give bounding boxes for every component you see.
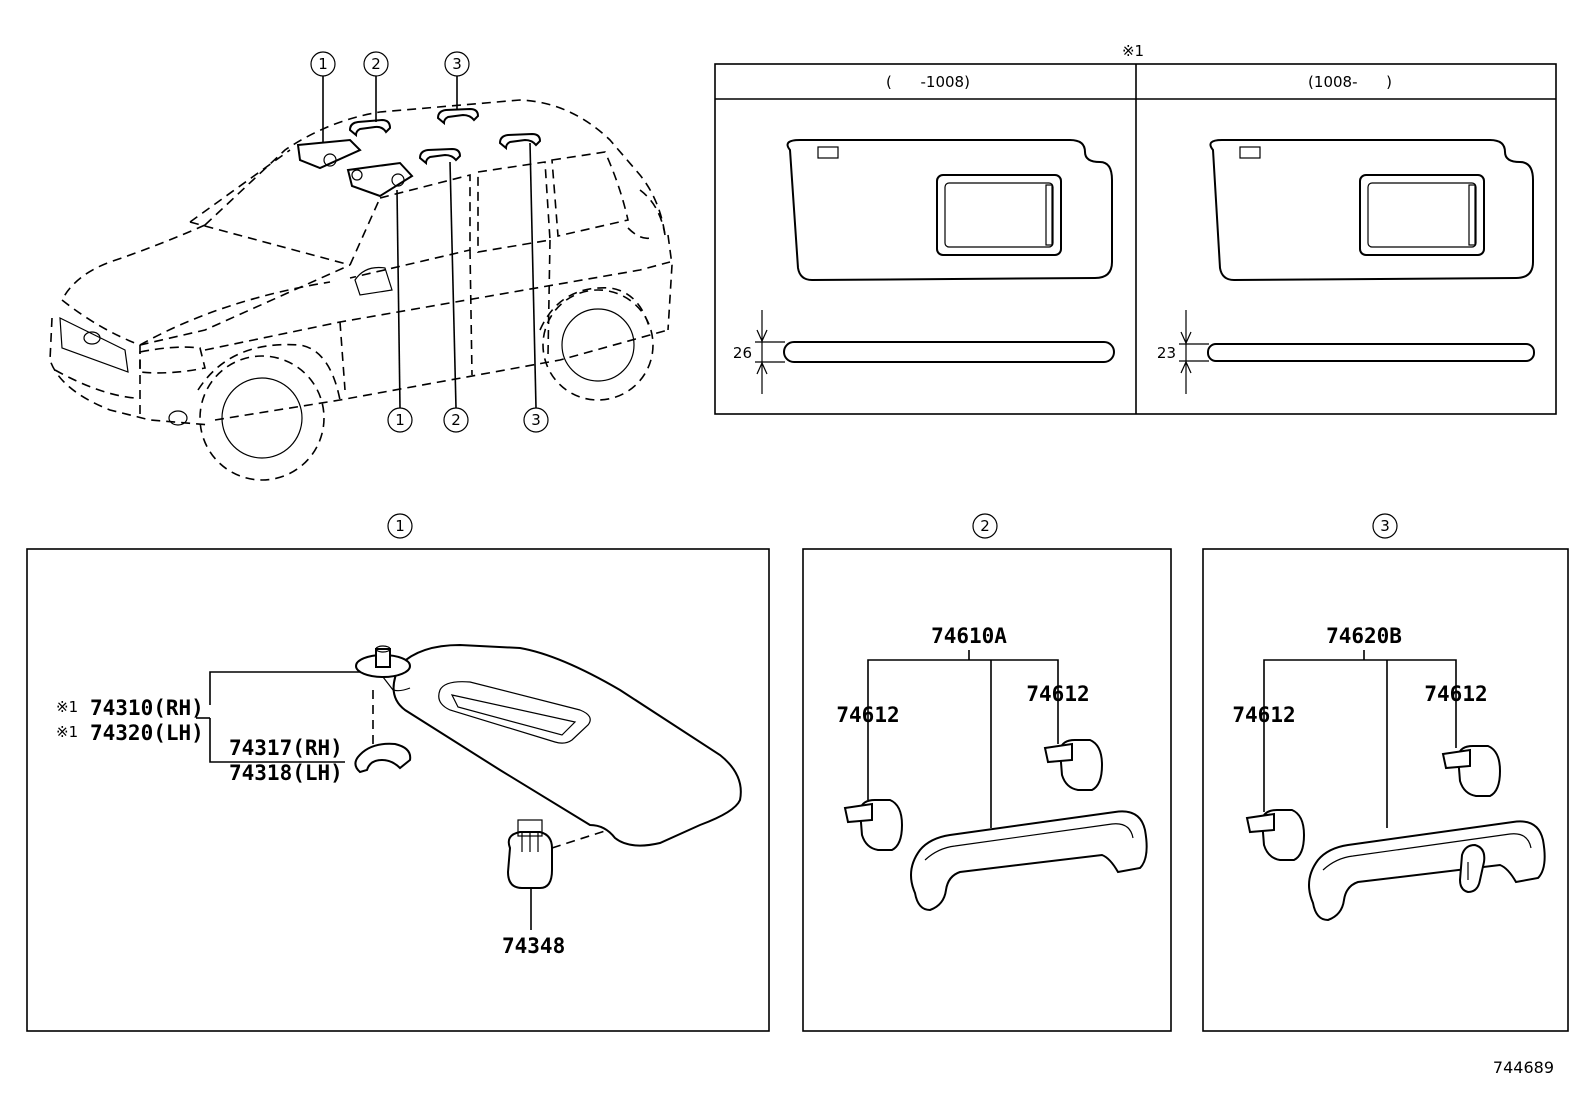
- part-74612-left-p3: 74612: [1232, 703, 1295, 727]
- svg-text:3: 3: [1380, 517, 1390, 535]
- sun-visor-late: 23: [1157, 139, 1535, 394]
- part-74318-lh: 74318(LH): [229, 761, 343, 785]
- part-74348: 74348: [502, 934, 565, 958]
- panel-2-assist-grip: 2 74610A 74612 74612: [802, 513, 1172, 1032]
- svg-text:1: 1: [318, 55, 328, 73]
- svg-text:1: 1: [395, 517, 405, 535]
- variant-note-mark: ※1: [1122, 42, 1144, 60]
- part-74310-rh: 74310(RH): [90, 696, 204, 720]
- panel-1-sun-visor: 1 ※1 74310(RH) ※1 74320(LH) 74317(RH) 74…: [26, 513, 770, 1032]
- dim-thickness-early: 26: [733, 344, 752, 362]
- panel-1-callout: 1: [387, 513, 413, 539]
- svg-text:2: 2: [451, 411, 461, 429]
- part-74612-right-p3: 74612: [1424, 682, 1487, 706]
- part-74612-right-p2: 74612: [1026, 682, 1089, 706]
- svg-text:1: 1: [395, 411, 405, 429]
- panel-2-callout: 2: [972, 513, 998, 539]
- part-74620b: 74620B: [1326, 624, 1402, 648]
- svg-text:2: 2: [371, 55, 381, 73]
- part-74610a: 74610A: [931, 624, 1007, 648]
- callout-1-top: 1: [310, 51, 336, 77]
- vehicle-overview: 1 2 3 1 2 3: [49, 51, 673, 481]
- visor-variant-table: ※1 ( -1008) (1008- ) 26: [714, 42, 1557, 415]
- panel-3-assist-grip-hook: 3 74620B 74612 74612: [1202, 513, 1569, 1032]
- sun-visor-early: 26: [733, 139, 1115, 394]
- svg-text:2: 2: [980, 517, 990, 535]
- variant-right-header: (1008- ): [1308, 73, 1392, 91]
- note-mark-74320: ※1: [56, 723, 78, 741]
- part-74320-lh: 74320(LH): [90, 721, 204, 745]
- svg-text:3: 3: [531, 411, 541, 429]
- variant-left-header: ( -1008): [886, 73, 970, 91]
- callout-2-top: 2: [363, 51, 389, 77]
- part-74317-rh: 74317(RH): [229, 736, 343, 760]
- callout-1-bottom: 1: [387, 407, 413, 433]
- note-mark-74310: ※1: [56, 698, 78, 716]
- callout-2-bottom: 2: [443, 407, 469, 433]
- part-74612-left-p2: 74612: [836, 703, 899, 727]
- illustration-code: 744689: [1492, 1058, 1554, 1077]
- svg-text:3: 3: [452, 55, 462, 73]
- panel-3-callout: 3: [1372, 513, 1398, 539]
- dim-thickness-late: 23: [1157, 344, 1176, 362]
- callout-3-bottom: 3: [523, 407, 549, 433]
- callout-3-top: 3: [444, 51, 470, 77]
